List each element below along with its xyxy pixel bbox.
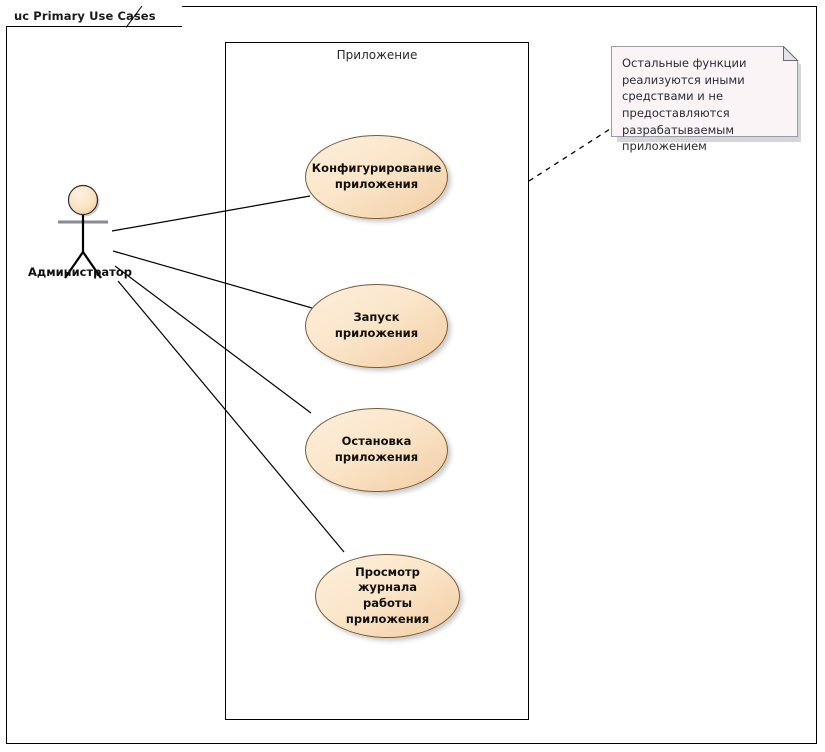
actor-leg-right	[82, 251, 102, 279]
usecase-stop-label: Остановка приложения	[334, 434, 419, 464]
note-fold-icon	[783, 46, 799, 61]
actor-leg-left	[64, 251, 84, 279]
usecase-view-log-label: Просмотр журнала работы приложения	[345, 564, 430, 626]
note-body	[611, 46, 798, 137]
frame-title-label: uc Primary Use Cases	[14, 9, 156, 23]
usecase-configure-label: Конфигурирование приложения	[311, 161, 442, 191]
usecase-configure[interactable]: Конфигурирование приложения	[305, 135, 448, 219]
usecase-start-label: Запуск приложения	[334, 310, 419, 340]
usecase-start[interactable]: Запуск приложения	[305, 284, 448, 368]
note-text: Остальные функции реализуются иными сред…	[622, 56, 747, 154]
diagram-note[interactable]: Остальные функции реализуются иными сред…	[611, 46, 801, 153]
usecase-view-log[interactable]: Просмотр журнала работы приложения	[315, 554, 460, 638]
actor-head	[67, 184, 99, 216]
diagram-frame	[6, 6, 817, 744]
actor-label: Администратор	[28, 265, 132, 279]
system-boundary-label: Приложение	[336, 48, 418, 62]
actor-administrator[interactable]	[44, 182, 120, 282]
frame-title-tab: uc Primary Use Cases	[6, 6, 182, 27]
frame-tab-corner-icon	[126, 6, 150, 28]
usecase-stop[interactable]: Остановка приложения	[305, 408, 448, 492]
note-shape	[611, 46, 801, 142]
